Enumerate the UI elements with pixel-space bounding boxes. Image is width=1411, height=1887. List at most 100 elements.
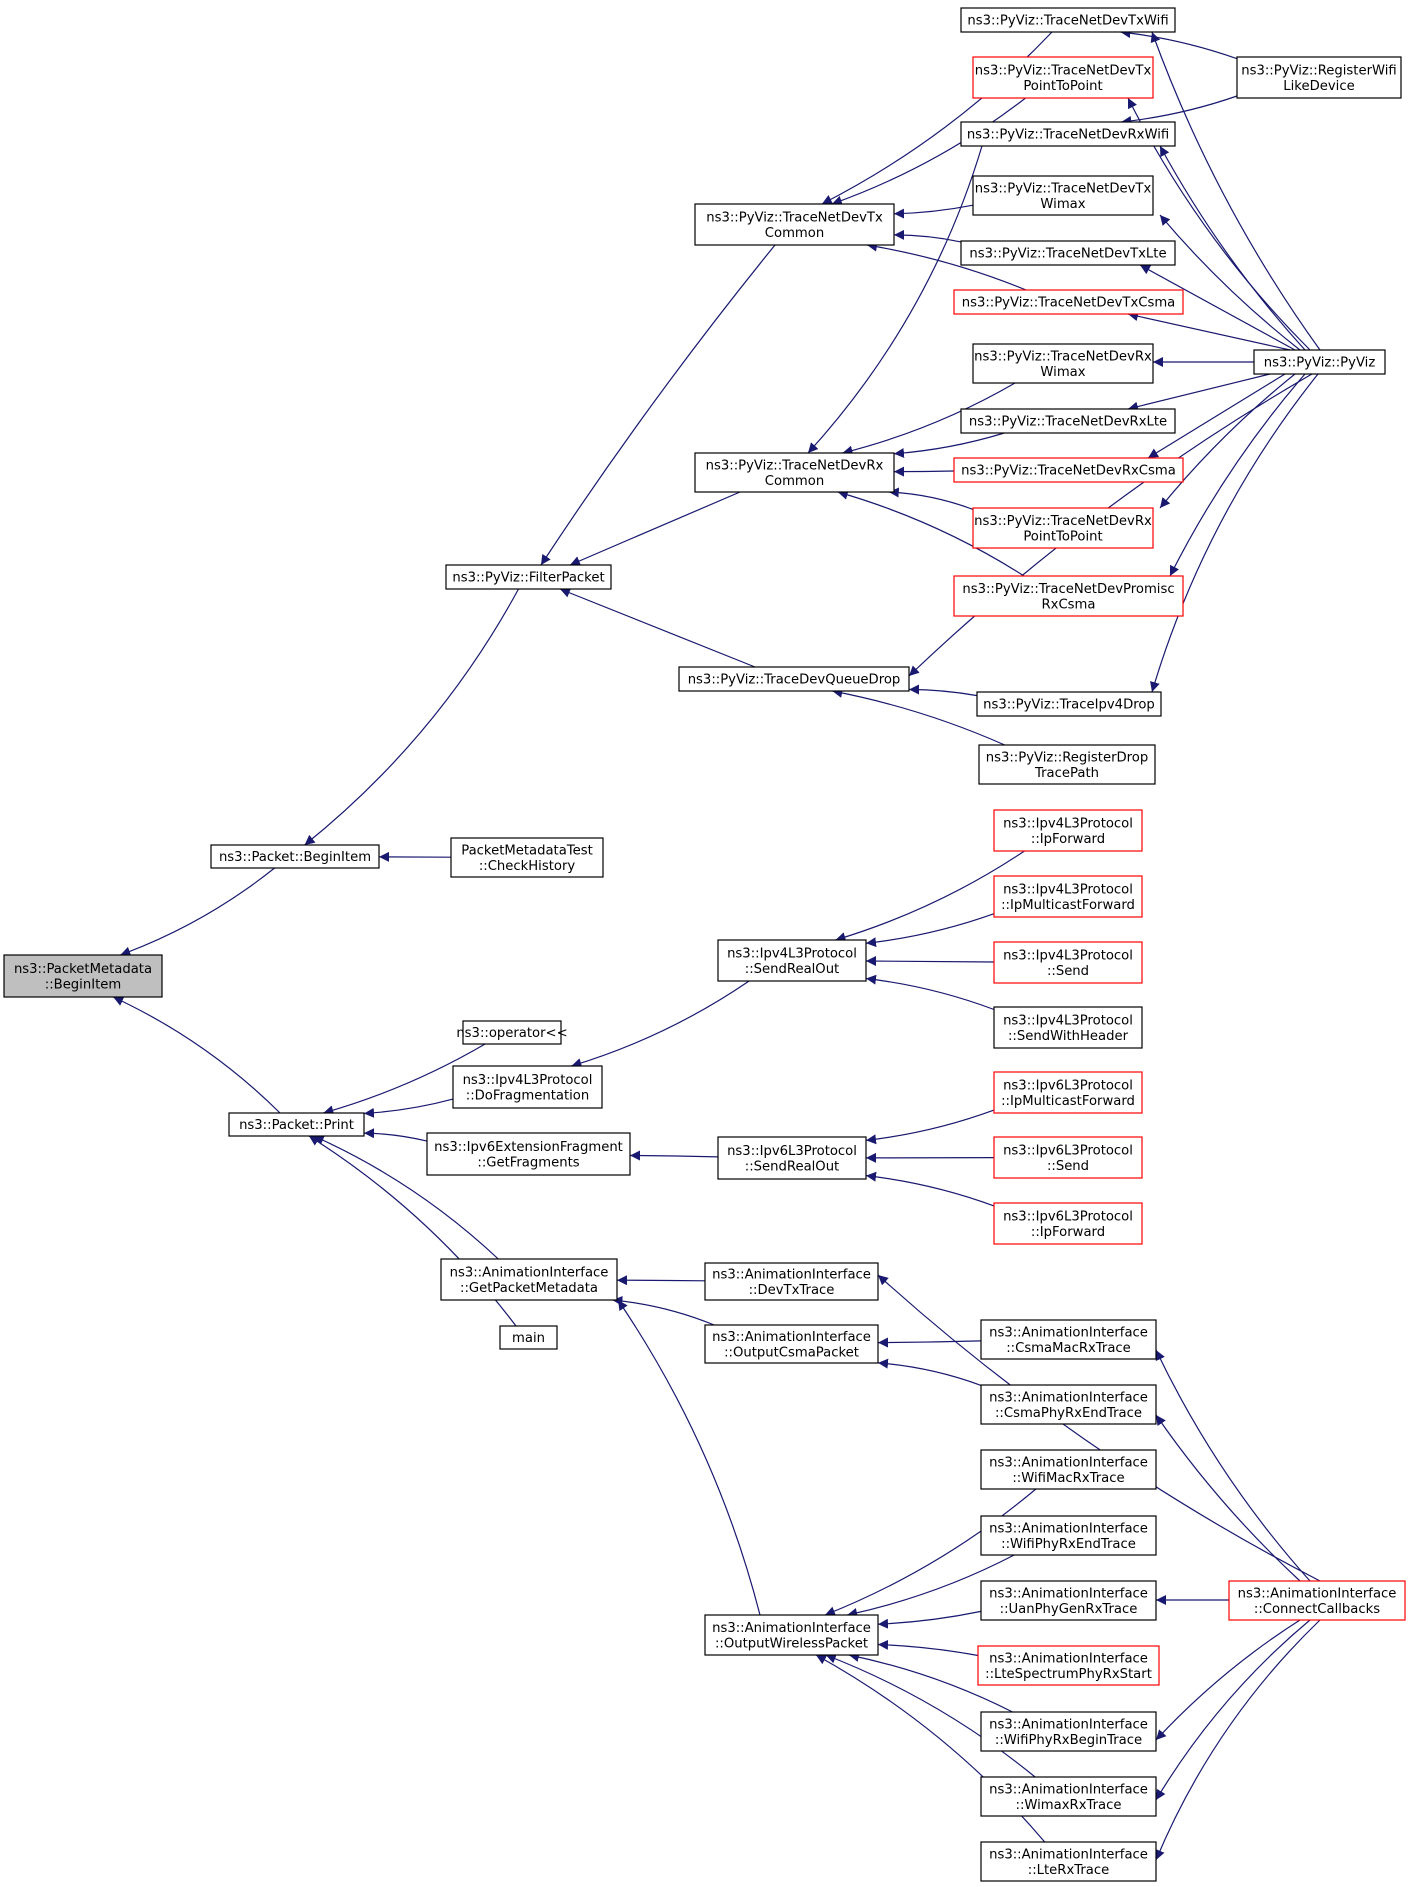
node-ipv4drop[interactable]: ns3::PyViz::TraceIpv4Drop (976, 691, 1162, 717)
node-ltespec[interactable]: ns3::AnimationInterface::LteSpectrumPhyR… (977, 1645, 1160, 1686)
node-label-line: ns3::PyViz::TraceNetDevTx (975, 63, 1152, 78)
node-label-line: ::Send (1047, 1159, 1089, 1174)
node-label-line: ns3::Ipv6L3Protocol (727, 1144, 857, 1159)
node-label-line: ns3::AnimationInterface (1238, 1586, 1397, 1601)
node-label-line: ns3::PyViz::PyViz (1264, 356, 1376, 371)
node-label-line: ns3::PyViz::TraceNetDevRx (974, 514, 1152, 529)
node-box (445, 564, 612, 590)
node-box (993, 1136, 1143, 1179)
node-box (993, 875, 1143, 918)
node-label-line: ns3::PyViz::FilterPacket (452, 571, 604, 586)
node-label-line: ::Send (1047, 964, 1089, 979)
node-rxwifi[interactable]: ns3::PyViz::TraceNetDevRxWifi (960, 121, 1176, 147)
node-label-line: ::CheckHistory (479, 859, 576, 874)
node-box (977, 1645, 1160, 1686)
node-v6send[interactable]: ns3::Ipv6L3Protocol::Send (993, 1136, 1143, 1179)
edge-devqueue-to-filter (559, 588, 756, 668)
node-v4mcf[interactable]: ns3::Ipv4L3Protocol::IpMulticastForward (993, 875, 1143, 918)
node-lterx[interactable]: ns3::AnimationInterface::LteRxTrace (980, 1841, 1157, 1882)
node-label-line: ns3::PacketMetadata (14, 962, 152, 977)
nodes-layer: ns3::PacketMetadata::BeginItemns3::Packe… (3, 7, 1406, 1882)
node-v6ipf[interactable]: ns3::Ipv6L3Protocol::IpForward (993, 1202, 1143, 1245)
node-label-line: ::DevTxTrace (749, 1283, 835, 1298)
node-pyviz[interactable]: ns3::PyViz::PyViz (1253, 349, 1386, 375)
edge-connect-to-wimaxrx (1155, 1619, 1311, 1801)
node-txwifi[interactable]: ns3::PyViz::TraceNetDevTxWifi (960, 7, 1176, 33)
node-devqueue[interactable]: ns3::PyViz::TraceDevQueueDrop (678, 666, 910, 692)
edge-connect-to-lterx (1155, 1619, 1321, 1861)
edge-pprint-to-pm (112, 996, 281, 1114)
edge-regdrop-to-devqueue (832, 687, 1005, 746)
node-label-line: ::UanPhyGenRxTrace (1000, 1602, 1138, 1617)
edge-v4send-to-v4sro (865, 956, 995, 967)
node-getmeta[interactable]: ns3::AnimationInterface::GetPacketMetada… (440, 1258, 618, 1301)
node-connect[interactable]: ns3::AnimationInterface::ConnectCallback… (1228, 1580, 1406, 1621)
node-pbi[interactable]: ns3::Packet::BeginItem (210, 844, 380, 869)
node-box (980, 1711, 1157, 1752)
edge-wifiphyend-to-owifi (847, 1554, 1015, 1618)
node-pm[interactable]: ns3::PacketMetadata::BeginItem (3, 954, 163, 998)
node-box (440, 1258, 618, 1301)
node-txcsma[interactable]: ns3::PyViz::TraceNetDevTxCsma (953, 289, 1184, 315)
node-label-line: ::IpForward (1031, 832, 1105, 847)
node-label-line: ns3::AnimationInterface (712, 1330, 871, 1345)
node-label-line: ns3::AnimationInterface (989, 1651, 1148, 1666)
node-box (1253, 349, 1386, 375)
node-box (993, 809, 1143, 852)
edge-v6sro-to-getfrag (629, 1150, 719, 1161)
node-v6sro[interactable]: ns3::Ipv6L3Protocol::SendRealOut (717, 1136, 867, 1180)
node-main[interactable]: main (499, 1325, 558, 1350)
node-csmaphy[interactable]: ns3::AnimationInterface::CsmaPhyRxEndTra… (980, 1384, 1157, 1425)
node-v4swh[interactable]: ns3::Ipv4L3Protocol::SendWithHeader (993, 1006, 1143, 1049)
node-v6mcf[interactable]: ns3::Ipv6L3Protocol::IpMulticastForward (993, 1071, 1143, 1114)
node-label-line: ns3::AnimationInterface (450, 1265, 609, 1280)
node-getfrag[interactable]: ns3::Ipv6ExtensionFragment::GetFragments (426, 1132, 631, 1176)
node-owifi[interactable]: ns3::AnimationInterface::OutputWirelessP… (704, 1614, 879, 1656)
node-box (210, 844, 380, 869)
node-txlte[interactable]: ns3::PyViz::TraceNetDevTxLte (960, 240, 1176, 266)
node-label-line: ns3::PyViz::TraceNetDevRxCsma (961, 464, 1176, 479)
node-pprint[interactable]: ns3::Packet::Print (228, 1112, 365, 1137)
node-pmtest[interactable]: PacketMetadataTest::CheckHistory (450, 837, 604, 878)
node-label-line: ns3::PyViz::TraceNetDevTxCsma (962, 296, 1176, 311)
node-v4ipf[interactable]: ns3::Ipv4L3Protocol::IpForward (993, 809, 1143, 852)
node-label-line: ns3::Ipv4L3Protocol (1003, 882, 1133, 897)
node-label-line: ns3::AnimationInterface (989, 1847, 1148, 1862)
node-label-line: ns3::PyViz::TraceNetDevTx (706, 210, 883, 225)
node-v4send[interactable]: ns3::Ipv4L3Protocol::Send (993, 941, 1143, 984)
node-devtx[interactable]: ns3::AnimationInterface::DevTxTrace (704, 1262, 879, 1301)
edge-connect-to-csmaphy (1155, 1414, 1301, 1582)
node-op[interactable]: ns3::operator<< (456, 1020, 568, 1045)
node-label-line: ::GetPacketMetadata (460, 1281, 598, 1296)
node-csmamac[interactable]: ns3::AnimationInterface::CsmaMacRxTrace (980, 1319, 1157, 1360)
edge-v6mcf-to-v6sro (865, 1109, 995, 1145)
node-dofrag[interactable]: ns3::Ipv4L3Protocol::DoFragmentation (452, 1065, 603, 1109)
node-wifiphyend[interactable]: ns3::AnimationInterface::WifiPhyRxEndTra… (980, 1515, 1157, 1556)
node-ocsma[interactable]: ns3::AnimationInterface::OutputCsmaPacke… (704, 1324, 879, 1364)
node-wifimac[interactable]: ns3::AnimationInterface::WifiMacRxTrace (980, 1449, 1157, 1490)
node-wimaxrx[interactable]: ns3::AnimationInterface::WimaxRxTrace (980, 1776, 1157, 1817)
node-v4sro[interactable]: ns3::Ipv4L3Protocol::SendRealOut (717, 939, 867, 982)
node-box (1228, 1580, 1406, 1621)
node-uan[interactable]: ns3::AnimationInterface::UanPhyGenRxTrac… (980, 1580, 1157, 1621)
edge-txcommon-to-filter (540, 244, 776, 566)
edge-filter-to-pbi (304, 588, 520, 846)
node-filter[interactable]: ns3::PyViz::FilterPacket (445, 564, 612, 590)
node-rxlte[interactable]: ns3::PyViz::TraceNetDevRxLte (960, 408, 1176, 434)
node-wifiphybegin[interactable]: ns3::AnimationInterface::WifiPhyRxBeginT… (980, 1711, 1157, 1752)
edge-regwifi-to-txwifi (1120, 28, 1238, 60)
node-label-line: ::CsmaMacRxTrace (1006, 1341, 1131, 1356)
node-label-line: ns3::Ipv4L3Protocol (727, 946, 857, 961)
edge-wifiphybegin-to-owifi (848, 1652, 1013, 1713)
node-rxcsma[interactable]: ns3::PyViz::TraceNetDevRxCsma (953, 457, 1184, 483)
node-box (426, 1132, 631, 1176)
